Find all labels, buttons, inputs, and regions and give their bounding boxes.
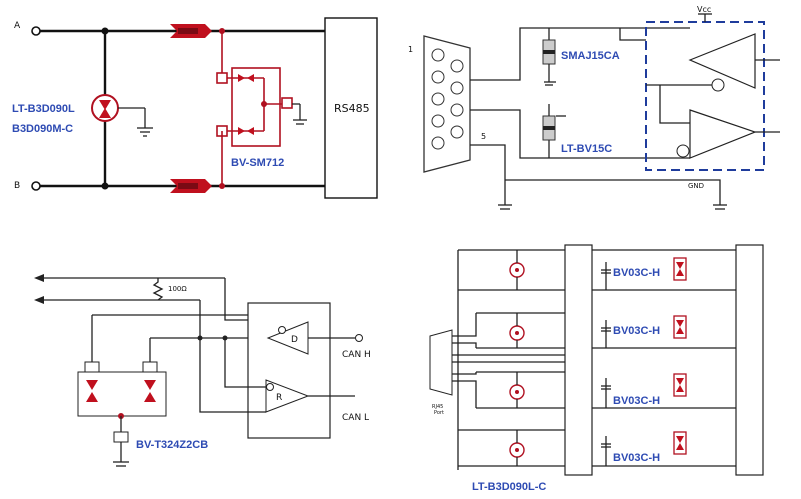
rj45-right-block: [735, 244, 764, 476]
panel-ethernet: RJ45 Port: [429, 244, 764, 493]
inline-protector-a: [170, 24, 212, 38]
bv03c-label-2: BV03C-H: [613, 325, 660, 337]
channel-1: [458, 250, 736, 291]
terminal-b-node: [31, 181, 41, 191]
db9-connector: [423, 35, 471, 173]
panel-can: 100Ω D R CAN H CAN L: [34, 274, 371, 467]
channel-4: [458, 429, 736, 467]
vcc-label: Vcc: [697, 5, 711, 14]
transformer-block: [564, 244, 593, 476]
pin-1-label: 1: [408, 45, 413, 54]
rs485-label: RS485: [334, 102, 370, 115]
inline-protector-b: [170, 179, 212, 193]
driver-label: D: [291, 335, 298, 345]
lt-bv15c-label: LT-BV15C: [561, 143, 612, 155]
tvs-label-2: B3D090M-C: [12, 123, 73, 135]
t324-label: BV-T324Z2CB: [136, 439, 208, 451]
lt-b3d090l-c-label: LT-B3D090L-C: [472, 481, 546, 493]
svg-text:Port: Port: [434, 410, 444, 416]
can-transceiver: [247, 302, 331, 439]
port-label: RJ45: [432, 404, 443, 410]
gnd-label: GND: [688, 182, 704, 190]
bv03c-label-1: BV03C-H: [613, 267, 660, 279]
receiver-label: R: [276, 393, 282, 403]
can-l-label: CAN L: [342, 413, 369, 423]
smaj15ca-label: SMAJ15CA: [561, 50, 620, 62]
panel-rs485: A B LT-B3D090L B3D090M-C: [12, 17, 378, 199]
resistor-label: 100Ω: [168, 285, 187, 293]
pin-5-label: 5: [481, 132, 486, 141]
rs485-block: [324, 17, 378, 199]
panel-db9: 1 5 SMAJ15CA LT-BV15C Vcc: [408, 5, 780, 210]
channel-3: [476, 371, 736, 409]
terminal-a-node: [31, 26, 41, 36]
bv03c-label-4: BV03C-H: [613, 452, 660, 464]
rj45-left-port: [429, 329, 453, 396]
sm712-array: [216, 28, 307, 189]
channel-2: [476, 312, 736, 349]
terminal-a-label: A: [14, 21, 21, 31]
terminal-b-label: B: [14, 181, 20, 191]
can-h-label: CAN H: [342, 350, 371, 360]
bv03c-label-3: BV03C-H: [613, 395, 660, 407]
array-label: BV-SM712: [231, 157, 284, 169]
tvs-label-1: LT-B3D090L: [12, 103, 75, 115]
